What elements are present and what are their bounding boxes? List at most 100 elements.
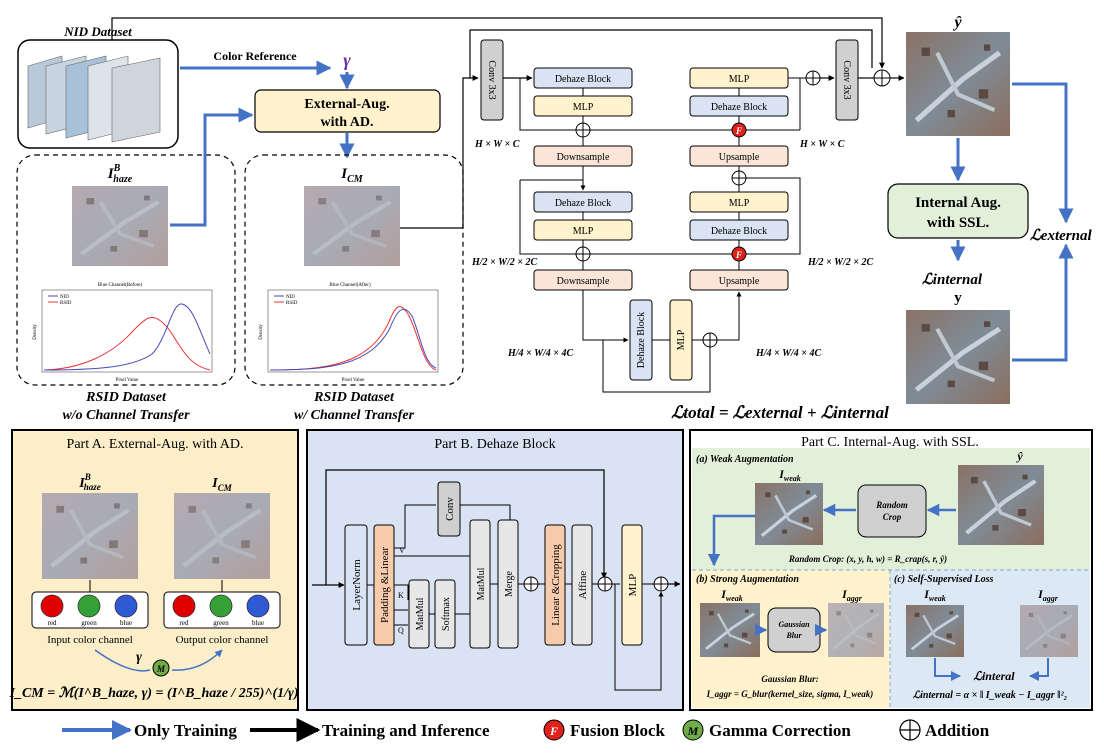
svg-text:Conv 3x3: Conv 3x3 [841,60,852,99]
svg-text:Upsample: Upsample [719,152,760,163]
svg-text:(a) Weak Augmentation: (a) Weak Augmentation [696,454,794,465]
svg-text:V: V [399,546,405,555]
svg-text:MLP: MLP [729,198,750,209]
svg-text:Dehaze Block: Dehaze Block [711,102,767,113]
legend-addition: Addition [925,721,990,740]
l-internal-label: ℒinternal [922,272,983,288]
upsample-1: Upsample [689,145,789,167]
svg-text:Pixel Value: Pixel Value [342,378,366,383]
svg-text:red: red [180,619,189,627]
dehaze-block-1: Dehaze Block [533,67,633,89]
svg-text:γ: γ [136,650,142,665]
addition-legend-icon [899,719,921,741]
downsample-1: Downsample [533,145,633,167]
legend-training-inference: Training and Inference [322,721,490,740]
svg-text:Iweak: Iweak [720,587,743,603]
legend: Only Training Training and Inference F F… [62,718,990,742]
svg-text:Density: Density [259,324,264,340]
plot-before: Blue Channel(Before) NID RSID Pixel Valu… [33,283,213,383]
mlp-3: MLP [669,299,693,381]
rsid-wo-frame [16,154,236,386]
svg-text:MLP: MLP [676,329,687,350]
svg-text:Density: Density [33,324,38,340]
dehaze-block-2r: Dehaze Block [689,219,789,241]
part-c-strong-weak-image [700,603,760,657]
nid-dataset: NID Dataset [17,24,179,149]
svg-text:Crop: Crop [883,512,902,522]
part-c-aggr-image [828,603,884,657]
svg-text:Internal Aug.: Internal Aug. [915,195,1001,211]
rsid-wo-line2: w/o Channel Transfer [62,408,190,423]
part-c-yhat-image [958,465,1044,545]
svg-text:Linear &Cropping: Linear &Cropping [550,544,562,626]
svg-text:ICM: ICM [211,476,232,493]
part-c-weak-image [755,483,823,545]
svg-text:Dehaze Block: Dehaze Block [711,226,767,237]
svg-text:Upsample: Upsample [719,276,760,287]
dim3-right: H/4 × W/4 × 4C [755,348,821,359]
svg-text:Merge: Merge [504,570,515,596]
svg-text:LayerNorm: LayerNorm [351,559,363,611]
conv-right: Conv 3x3 [835,39,859,121]
svg-text:MLP: MLP [729,74,750,85]
rsid-w-frame [244,154,464,386]
svg-text:with SSL.: with SSL. [927,215,990,231]
svg-text:Iweak: Iweak [778,467,801,483]
svg-text:green: green [213,619,229,627]
layernorm-box: LayerNorm [344,524,368,646]
fusion-block-icon: F [731,122,747,138]
svg-text:Gaussian Blur:: Gaussian Blur: [761,674,818,684]
plot-after: Blue Channel(After) NID RSID Pixel Value… [259,283,439,383]
svg-text:Q: Q [398,626,404,635]
y-label: y [954,290,962,306]
svg-text:Downsample: Downsample [557,276,610,287]
svg-text:Blur: Blur [785,631,802,640]
legend-fusion-block: Fusion Block [570,721,665,740]
gamma-correction-legend-icon: M [682,719,704,741]
part-a-cm-image [174,493,270,579]
dim3-left: H/4 × W/4 × 4C [507,348,573,359]
part-b-title: Part B. Dehaze Block [434,437,555,452]
svg-text:ℒinternal = α × ‖ I_weak − I_a: ℒinternal = α × ‖ I_weak − I_aggr ‖²₂ [913,690,1067,701]
haze-to-ext-arrow [170,107,254,227]
downsample-2: Downsample [533,269,633,291]
part-c-loss-aggr-image [1020,605,1078,657]
svg-text:Dehaze Block: Dehaze Block [636,312,647,368]
svg-text:(b) Strong Augmentation: (b) Strong Augmentation [696,574,799,585]
y-hat-label: ŷ [952,14,962,31]
part-b: Part B. Dehaze Block LayerNorm Padding &… [306,429,684,711]
svg-text:M: M [156,664,166,674]
svg-text:F: F [735,126,742,136]
external-loss-arrow-top [1012,82,1074,224]
svg-text:Random: Random [875,500,908,510]
svg-text:Pixel Value: Pixel Value [116,378,140,383]
part-c: Part C. Internal-Aug. with SSL. (a) Weak… [690,429,1092,711]
gt-image [906,310,1010,404]
gaussian-blur-box: Gaussian Blur [767,607,821,653]
svg-text:External-Aug.: External-Aug. [304,97,389,112]
part-c-title: Part C. Internal-Aug. with SSL. [801,435,979,450]
dehazed-image [906,32,1010,136]
nid-stack-images [27,55,161,143]
svg-text:Downsample: Downsample [557,152,610,163]
color-reference-label: Color Reference [213,49,297,63]
linear-cropping-box: Linear &Cropping [544,524,566,646]
svg-text:NID: NID [60,295,69,300]
svg-text:MLP: MLP [573,226,594,237]
svg-text:Random Crop: (x, y, h, w) = R_: Random Crop: (x, y, h, w) = R_crap(s, r,… [788,554,947,564]
svg-text:Affine: Affine [577,571,589,600]
mlp-1r: MLP [689,67,789,89]
matmul-box: MatMul [408,579,430,649]
l-total-formula: ℒtotal = ℒexternal + ℒinternal [671,403,889,422]
legend-gamma-correction: Gamma Correction [709,721,851,740]
svg-text:K: K [398,591,404,600]
svg-text:with AD.: with AD. [321,115,374,130]
svg-text:Iaggr: Iaggr [1037,587,1059,603]
mlp-2r: MLP [689,191,789,213]
dehaze-block-2: Dehaze Block [533,191,633,213]
conv-box: Conv [437,481,461,537]
svg-text:Output color channel: Output color channel [176,634,269,646]
